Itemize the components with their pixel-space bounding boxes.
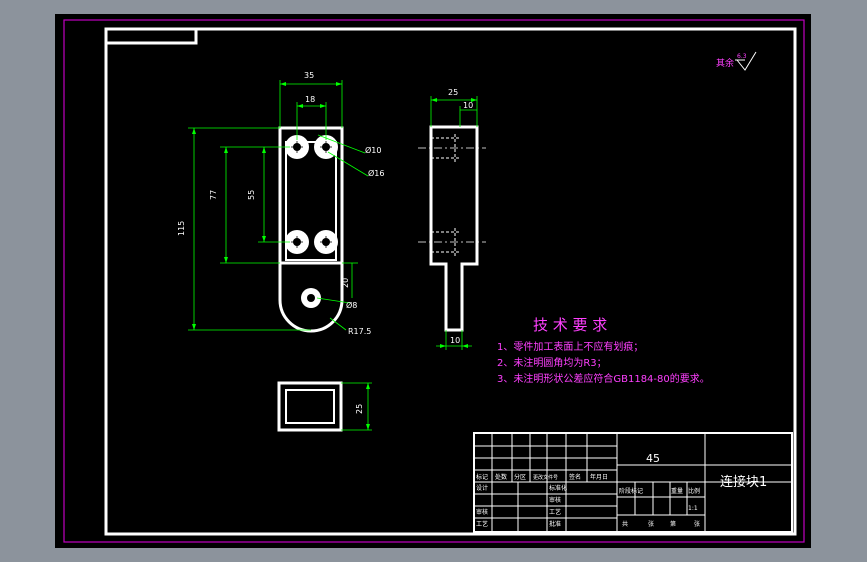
tb-label-biaozhunhua: 标准化 bbox=[549, 484, 567, 492]
tb-label-biaoji: 标记 bbox=[476, 473, 488, 481]
tech-requirements: 技 术 要 求 1、零件加工表面上不应有划痕； 2、未注明圆角均为R3； 3、未… bbox=[497, 316, 710, 385]
tb-label-fenqu: 分区 bbox=[514, 473, 526, 481]
tb-sheet-gong: 共 bbox=[622, 520, 628, 528]
tech-requirement-1: 1、零件加工表面上不应有划痕； bbox=[497, 340, 643, 353]
tb-scale-value: 1:1 bbox=[688, 505, 698, 512]
front-view-outline bbox=[278, 126, 344, 333]
dim-hole-spacing-v: 55 bbox=[247, 190, 256, 200]
section-inner bbox=[285, 389, 335, 424]
tb-label-checker-2: 工艺 bbox=[549, 508, 561, 516]
tb-label-stage: 阶段标记 bbox=[619, 487, 643, 495]
tb-label-weight: 重量 bbox=[671, 487, 683, 495]
dim-tab-width: 10 bbox=[450, 336, 460, 345]
front-view: 35 18 Ø10 Ø16 115 77 55 20 Ø8 R17.5 bbox=[177, 71, 384, 336]
tb-label-shenhe: 审核 bbox=[476, 508, 488, 516]
surface-finish-label: 其余 bbox=[716, 57, 734, 69]
tb-label-gongyi: 工艺 bbox=[476, 520, 488, 528]
dim-bottom-hole-dia: Ø8 bbox=[346, 300, 357, 310]
tb-label-nianyueri: 年月日 bbox=[590, 473, 608, 481]
surface-finish-note: 其余 6.3 bbox=[716, 51, 757, 71]
tb-label-checker-1: 审核 bbox=[549, 496, 561, 504]
tech-requirement-2: 2、未注明圆角均为R3； bbox=[497, 356, 607, 369]
section-outer bbox=[277, 381, 343, 432]
front-view-slot bbox=[285, 141, 337, 261]
dim-side-width: 25 bbox=[448, 88, 458, 97]
top-left-code-box bbox=[104, 27, 198, 45]
tb-label-scale: 比例 bbox=[688, 487, 700, 495]
dim-section-height: 25 bbox=[355, 404, 364, 414]
dim-overall-height: 115 bbox=[177, 221, 186, 236]
dim-20: 20 bbox=[341, 278, 350, 288]
tb-label-checker-3: 批准 bbox=[549, 520, 561, 528]
tech-requirement-3: 3、未注明形状公差应符合GB1184-80的要求。 bbox=[497, 372, 710, 385]
tb-sheet-di: 第 bbox=[670, 520, 676, 528]
tb-label-qianming: 签名 bbox=[569, 473, 581, 481]
dim-hole-spacing-h: 18 bbox=[305, 95, 315, 104]
dim-height-77: 77 bbox=[209, 190, 218, 200]
surface-finish-symbol bbox=[736, 51, 757, 71]
sheet-border bbox=[104, 27, 797, 536]
title-block: 45 连接块1 标记 处数 分区 更改文件号 签名 年月日 设计 标准化 审核 … bbox=[473, 432, 793, 533]
dim-front-width: 35 bbox=[304, 71, 314, 80]
dim-hole-dia-small: Ø10 bbox=[365, 145, 381, 155]
dim-hole-dia-large: Ø16 bbox=[368, 168, 384, 178]
dim-bottom-radius: R17.5 bbox=[348, 327, 371, 336]
section-view: 25 bbox=[277, 381, 372, 432]
material-label: 45 bbox=[646, 452, 660, 465]
tb-sheet-zhang2: 张 bbox=[694, 520, 700, 528]
tb-label-genggai: 更改文件号 bbox=[533, 474, 558, 481]
tech-requirements-title: 技 术 要 求 bbox=[533, 316, 607, 334]
dim-side-inner: 10 bbox=[463, 101, 473, 110]
tb-label-chushu: 处数 bbox=[495, 473, 507, 481]
surface-finish-value: 6.3 bbox=[737, 53, 747, 60]
drawing-area bbox=[55, 14, 811, 548]
tb-sheet-zhang1: 张 bbox=[648, 520, 654, 528]
outer-frame bbox=[63, 19, 805, 543]
hole-bottom bbox=[301, 288, 321, 308]
part-name: 连接块1 bbox=[720, 474, 767, 490]
tb-label-sheji: 设计 bbox=[476, 484, 488, 492]
side-view: 25 10 10 bbox=[418, 88, 486, 350]
